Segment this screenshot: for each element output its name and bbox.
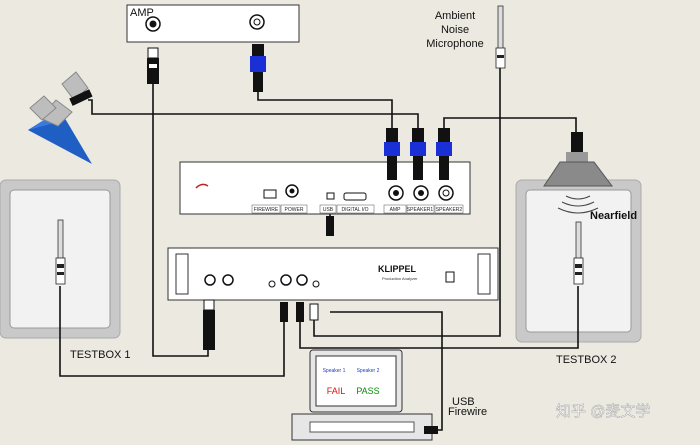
label-usb: USB xyxy=(323,207,334,213)
firewire-label: Firewire xyxy=(448,406,487,418)
testbox1-label: TESTBOX 1 xyxy=(70,349,131,361)
rack-model: Production Analyzer xyxy=(382,276,418,281)
klippel-rack: KLIPPEL Production Analyzer xyxy=(167,247,499,301)
monitor-col1: Speaker 1 xyxy=(323,368,346,374)
monitor-fail: FAIL xyxy=(327,386,346,396)
label-speaker1: SPEAKER1 xyxy=(407,207,434,213)
test-speaker-left xyxy=(28,71,93,164)
label-power: POWER xyxy=(285,207,304,213)
usb-label: USB xyxy=(452,396,475,408)
watermark-text: 知乎 @麦文学 xyxy=(556,403,650,420)
cabling xyxy=(59,68,579,431)
testbox2-label: TESTBOX 2 xyxy=(556,354,617,366)
monitor-pass: PASS xyxy=(356,386,379,396)
rack-plugs xyxy=(203,299,319,350)
ambient-line-1: Ambient xyxy=(435,10,475,22)
ambient-microphone xyxy=(495,5,506,69)
label-amp: AMP xyxy=(390,207,402,213)
monitor-col2: Speaker 2 xyxy=(357,368,380,374)
rack-brand: KLIPPEL xyxy=(378,264,417,274)
amp-speakon-plug xyxy=(250,44,266,92)
ambient-line-3: Microphone xyxy=(426,38,483,50)
ambient-line-2: Noise xyxy=(441,24,469,36)
nearfield-speaker xyxy=(543,132,613,214)
label-firewire: FIREWIRE xyxy=(254,207,279,213)
amp-box: AMP xyxy=(126,4,300,43)
testbox-1 xyxy=(0,179,121,339)
amp-out-plug xyxy=(147,47,159,84)
usb-plug xyxy=(326,216,334,236)
interface-panel: FIREWIRE POWER USB DIGITAL I/O AMP SPEAK… xyxy=(179,161,471,215)
nearfield-label: Nearfield xyxy=(590,210,637,222)
computer: Speaker 1 Speaker 2 FAIL PASS xyxy=(291,349,438,441)
speakon-plugs xyxy=(384,128,452,180)
ambient-mic-label: Ambient Noise Microphone xyxy=(426,10,483,50)
panel-labels: FIREWIRE POWER USB DIGITAL I/O AMP SPEAK… xyxy=(251,204,464,214)
amp-label: AMP xyxy=(130,7,154,19)
label-digital-io: DIGITAL I/O xyxy=(342,207,369,213)
klippel-logo-icon xyxy=(195,183,209,189)
label-speaker2: SPEAKER2 xyxy=(436,207,463,213)
